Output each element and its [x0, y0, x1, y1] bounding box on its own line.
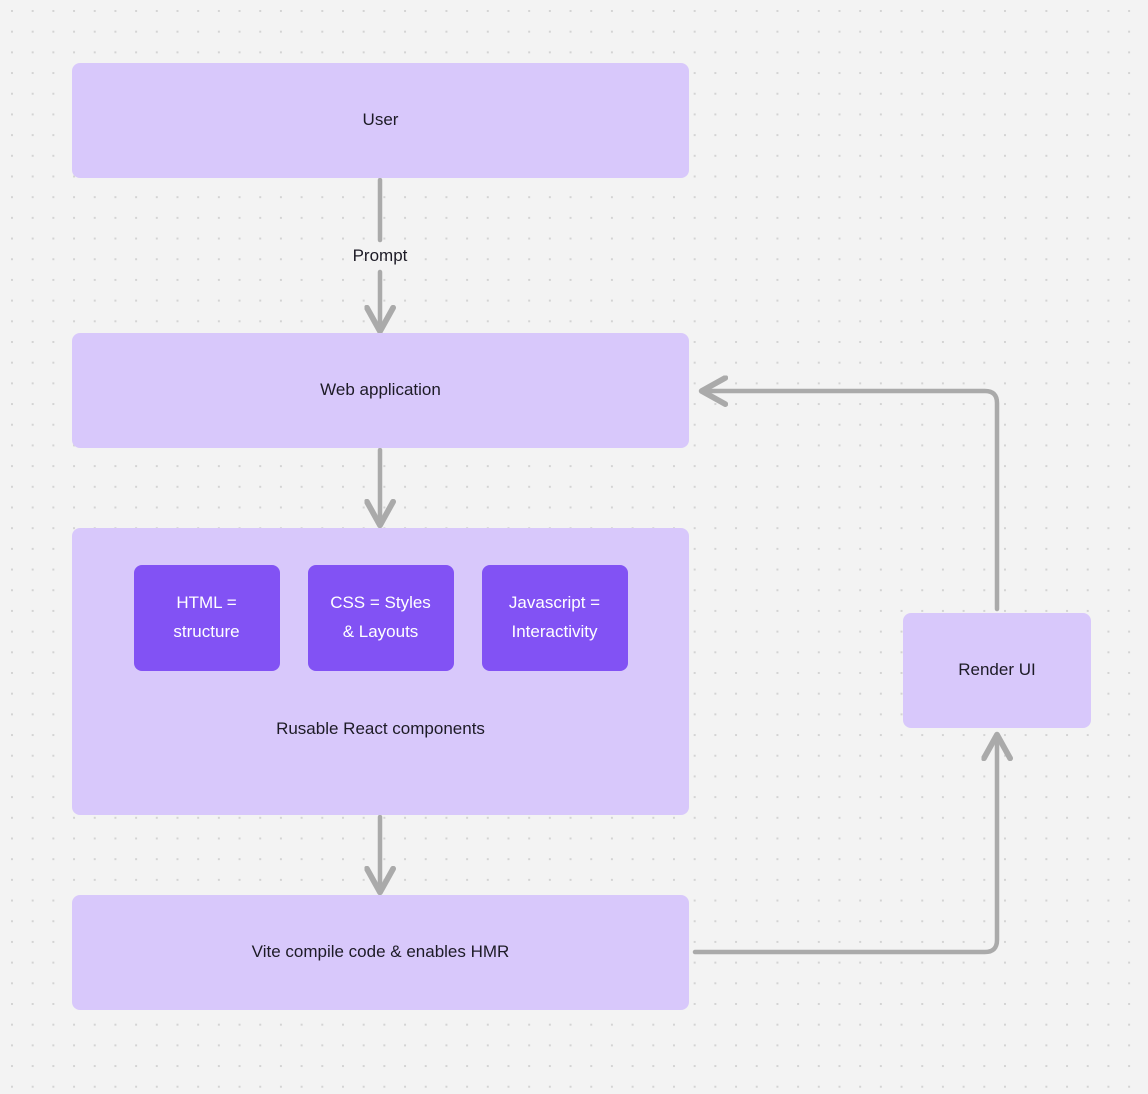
- node-css-line2: & Layouts: [342, 622, 419, 641]
- node-html-line1: HTML =: [176, 593, 237, 613]
- node-css[interactable]: CSS = Styles & Layouts: [307, 565, 454, 671]
- node-web-application[interactable]: Web application: [72, 333, 689, 448]
- node-vite-label: Vite compile code & enables HMR: [251, 942, 510, 962]
- node-html[interactable]: HTML = structure: [133, 565, 280, 671]
- node-render-ui[interactable]: Render UI: [903, 613, 1091, 728]
- node-user[interactable]: User: [72, 63, 689, 178]
- node-javascript-line1: Javascript =: [508, 593, 601, 613]
- react-children-row: HTML = structure CSS = Styles & Layouts …: [72, 565, 689, 671]
- node-css-line1: CSS = Styles: [330, 593, 431, 613]
- node-vite[interactable]: Vite compile code & enables HMR: [72, 895, 689, 1010]
- node-react-container[interactable]: HTML = structure CSS = Styles & Layouts …: [72, 528, 689, 815]
- node-render-ui-label: Render UI: [958, 660, 1036, 680]
- edge-vite-to-render: [692, 736, 997, 955]
- node-javascript[interactable]: Javascript = Interactivity: [481, 565, 628, 671]
- node-html-line2: structure: [173, 622, 240, 641]
- edge-label-prompt: Prompt: [352, 246, 408, 265]
- node-css-label: CSS = Styles & Layouts: [330, 589, 431, 647]
- node-javascript-label: Javascript = Interactivity: [509, 589, 600, 647]
- node-user-label: User: [362, 110, 399, 130]
- node-html-label: HTML = structure: [173, 589, 239, 647]
- node-react-container-caption: Rusable React components: [276, 719, 485, 738]
- node-web-application-label: Web application: [320, 380, 441, 400]
- edge-render-to-web: [703, 391, 1000, 612]
- node-javascript-line2: Interactivity: [511, 622, 598, 641]
